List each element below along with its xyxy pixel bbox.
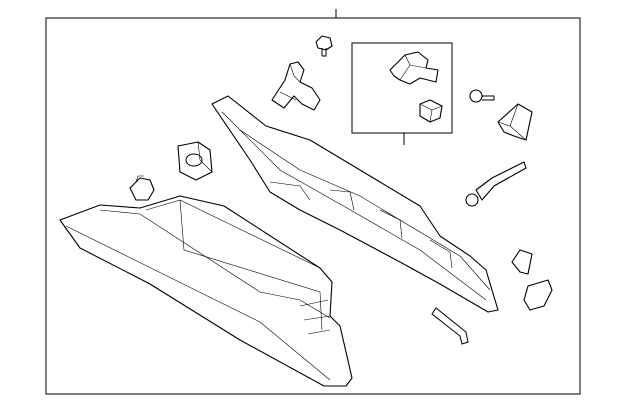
screw-top[interactable] — [315, 35, 333, 57]
frame — [45, 9, 581, 395]
clip-1[interactable] — [511, 249, 533, 275]
check-arm-rod[interactable] — [431, 307, 469, 345]
lock-cylinder[interactable] — [177, 141, 213, 181]
latch-part[interactable] — [389, 51, 439, 85]
bumper-pad[interactable] — [419, 99, 443, 123]
bumper-left[interactable] — [129, 175, 155, 201]
damper-actuator[interactable] — [271, 61, 321, 111]
hinge-pin[interactable] — [465, 161, 527, 207]
glove-box-bin[interactable] — [59, 195, 353, 387]
bracket-right[interactable] — [497, 103, 533, 141]
latch-inset-box — [351, 42, 453, 145]
screw-right[interactable] — [469, 89, 495, 103]
clip-2[interactable] — [523, 279, 553, 311]
glove-box-housing[interactable] — [211, 95, 499, 313]
